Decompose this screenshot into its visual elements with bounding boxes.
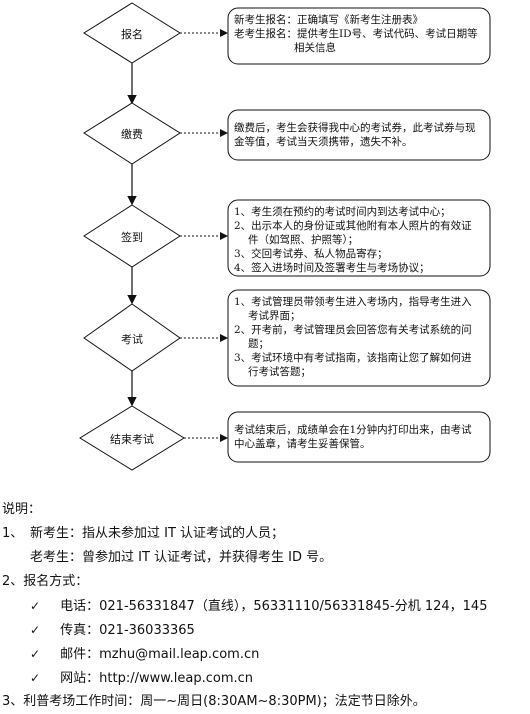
note-box-signup [227, 7, 491, 65]
note-line: 件（如驾照、护照等）； [248, 234, 359, 246]
note-line: 考试界面； [248, 310, 301, 322]
step-label-exam: 考试 [121, 333, 143, 346]
note-text-payment: 缴费后，考生会获得我中心的考试券，此考试券与现 金等值，考试当天须携带，遗失不补… [234, 121, 486, 149]
check-icon: ✓ [30, 623, 41, 637]
note-line: 金等值，考试当天须携带，遗失不补。 [234, 136, 413, 148]
note-line: 3、考试环境中有考试指南，该指南让您了解如何进 [234, 352, 472, 364]
contact-email: ✓ 邮件：mzhu@mail.leap.com.cn [30, 642, 259, 667]
contact-website-text: 网站：http://www.leap.com.cn [60, 671, 254, 686]
explain-item1-line2: 老考生：曾参加过 IT 认证考试，并获得考生 ID 号。 [30, 550, 333, 565]
check-icon: ✓ [30, 599, 41, 613]
step-diamond-exam [83, 303, 181, 372]
step-label-payment: 缴费 [121, 128, 143, 141]
contact-phone-text: 电话：021-56331847（直线），56331110/56331845-分机… [60, 599, 488, 614]
contact-fax: ✓ 传真：021-36033365 [30, 618, 195, 643]
explain-item2-title: 2、报名方式： [2, 574, 89, 589]
note-line: 新考生报名：正确填写《新考生注册表》 [234, 14, 423, 26]
registration-flowchart: 报名 缴费 签到 考试 结束考试 新考生报名：正确填写《新考生注册表》 老考生报… [79, 2, 491, 471]
note-text-checkin: 1、考生须在预约的考试时间内到达考试中心； 2、出示本人的身份证或其他附有本人照… [234, 205, 486, 275]
contact-fax-text: 传真：021-36033365 [60, 623, 195, 638]
note-line: 4、签入进场时间及签署考生与考场协议； [234, 262, 430, 274]
explain-item3: 3、利普考场工作时间：周一~周日(8:30AM~8:30PM)；法定节日除外。 [2, 694, 426, 709]
note-line: 1、考试管理员带领考生进入考场内，指导考生进入 [234, 296, 472, 308]
note-text-finish: 考试结束后，成绩单会在1分钟内打印出来，由考试 中心盖章，请考生妥善保管。 [234, 423, 486, 451]
step-label-finish: 结束考试 [110, 433, 154, 446]
contact-email-text: 邮件：mzhu@mail.leap.com.cn [60, 647, 260, 662]
note-line: 缴费后，考生会获得我中心的考试券，此考试券与现 [234, 122, 476, 134]
step-diamond-checkin [83, 204, 181, 268]
note-box-finish [227, 411, 491, 463]
note-line: 1、考生须在预约的考试时间内到达考试中心； [234, 206, 451, 218]
note-line: 行考试答题； [248, 366, 311, 378]
explain-item1-line1: 新考生：指从未参加过 IT 认证考试的人员； [30, 526, 285, 541]
step-label-checkin: 签到 [121, 231, 143, 244]
flowchart-canvas [79, 2, 491, 471]
note-line: 2、开考前，考试管理员会回答您有关考试系统的问 [234, 324, 472, 336]
note-line: 题； [248, 338, 269, 350]
note-line: 考试结束后，成绩单会在1分钟内打印出来，由考试 [234, 424, 472, 436]
step-diamond-finish [79, 405, 185, 471]
explain-item1-number: 1、 [2, 526, 24, 541]
check-icon: ✓ [30, 671, 41, 685]
note-box-payment [227, 109, 491, 161]
note-line: 3、交回考试券、私人物品寄存； [234, 248, 388, 260]
note-box-checkin [227, 199, 491, 277]
step-diamond-signup [83, 2, 181, 64]
note-line: 老考生报名：提供考生ID号、考试代码、考试日期等 [234, 28, 478, 40]
step-diamond-payment [83, 102, 181, 165]
contact-website: ✓ 网站：http://www.leap.com.cn [30, 666, 253, 691]
note-text-exam: 1、考试管理员带领考生进入考场内，指导考生进入 考试界面； 2、开考前，考试管理… [234, 295, 486, 379]
note-text-signup: 新考生报名：正确填写《新考生注册表》 老考生报名：提供考生ID号、考试代码、考试… [234, 13, 486, 55]
note-line: 相关信息 [294, 42, 336, 54]
note-box-exam [227, 289, 491, 387]
contact-phone: ✓ 电话：021-56331847（直线），56331110/56331845-… [30, 594, 487, 619]
check-icon: ✓ [30, 647, 41, 661]
explain-heading: 说明： [2, 502, 42, 517]
note-line: 2、出示本人的身份证或其他附有本人照片的有效证 [234, 220, 472, 232]
note-line: 中心盖章，请考生妥善保管。 [234, 438, 371, 450]
step-label-signup: 报名 [121, 28, 143, 41]
